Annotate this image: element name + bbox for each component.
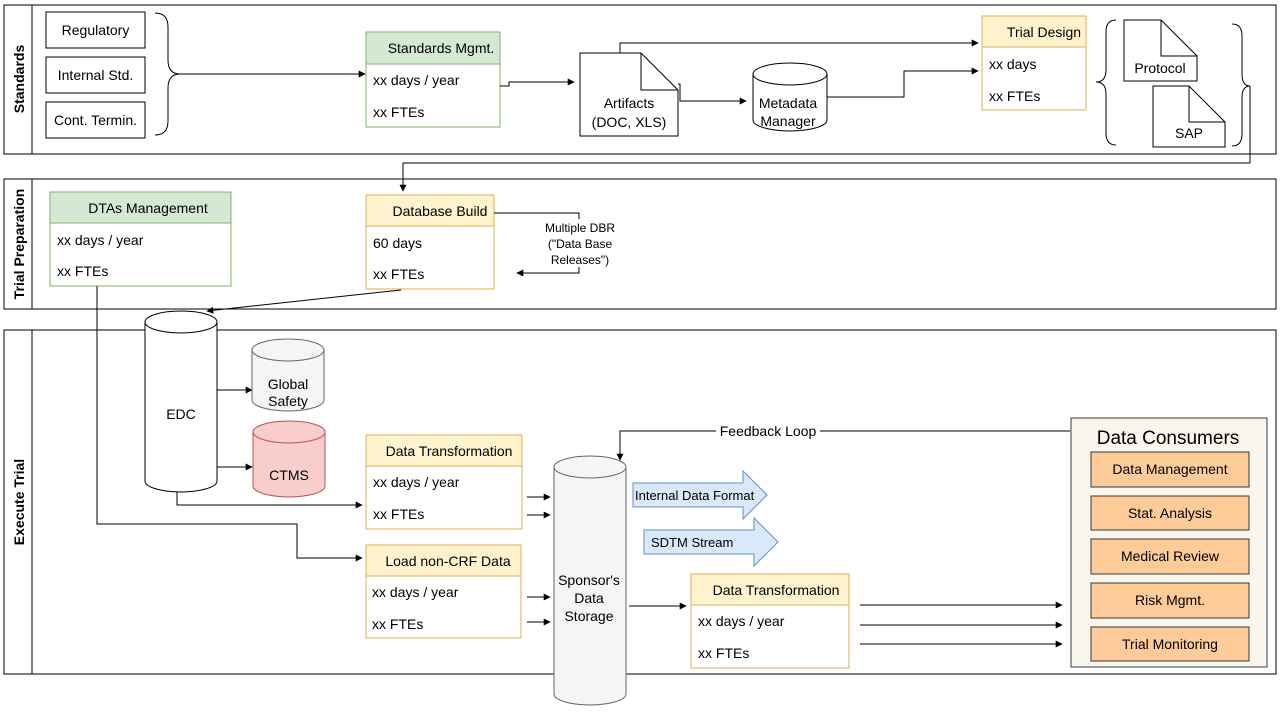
svg-text:Regulatory: Regulatory	[62, 22, 130, 38]
svg-text:("Data Base: ("Data Base	[548, 237, 613, 251]
svg-text:SAP: SAP	[1175, 125, 1203, 141]
consumer-trial-monitoring: Trial Monitoring	[1090, 626, 1250, 662]
data-transformation-1-ftes: xx FTEs	[373, 506, 424, 522]
standards-mgmt-ftes: xx FTEs	[373, 104, 424, 120]
database-build-box: Database Build 60 days xx FTEs	[365, 194, 495, 290]
svg-text:Metadata: Metadata	[759, 95, 818, 111]
data-transformation-2-title: Data Transformation	[713, 582, 840, 598]
dtas-title: DTAs Management	[88, 200, 208, 216]
svg-text:Protocol: Protocol	[1134, 60, 1185, 76]
consumer-stat-analysis: Stat. Analysis	[1090, 495, 1250, 531]
sap-document: SAP	[1152, 85, 1226, 148]
lane-standards: Standards	[3, 4, 1277, 155]
edc-to-data-transformation-arrow	[176, 492, 363, 509]
metadata-manager-cylinder: Metadata Manager	[752, 62, 828, 132]
sdtm-stream-arrow: SDTM Stream	[643, 516, 779, 568]
input-cont-termin: Cont. Termin.	[45, 101, 146, 139]
protocol-sap-right-brace	[1231, 23, 1251, 147]
trial-design-ftes: xx FTEs	[989, 88, 1040, 104]
data-consumers-title: Data Consumers	[1097, 428, 1240, 449]
data-consumers-panel: Data Consumers Data Management Stat. Ana…	[1070, 417, 1268, 668]
svg-text:Risk Mgmt.: Risk Mgmt.	[1135, 592, 1205, 608]
sponsor-data-storage-cylinder: Sponsor's Data Storage	[553, 455, 627, 706]
trial-design-box: Trial Design xx days xx FTEs	[981, 15, 1087, 111]
database-build-title: Database Build	[393, 203, 488, 219]
standards-to-artifacts-arrow	[500, 78, 575, 87]
svg-text:Storage: Storage	[564, 608, 613, 624]
svg-text:Internal Data Format: Internal Data Format	[635, 488, 755, 503]
svg-text:Internal Std.: Internal Std.	[58, 67, 134, 83]
load-non-crf-title: Load non-CRF Data	[385, 553, 511, 569]
dbr-note: Multiple DBR ("Data Base Releases")	[538, 219, 622, 267]
global-safety-cylinder: Global Safety	[251, 338, 325, 412]
data-transformation-box-2: Data Transformation xx days / year xx FT…	[690, 573, 850, 669]
load-non-crf-days: xx days / year	[372, 584, 459, 600]
svg-text:Manager: Manager	[760, 113, 816, 129]
svg-text:SDTM Stream: SDTM Stream	[651, 535, 733, 550]
lane-trial-preparation-label: Trial Preparation	[11, 189, 27, 299]
svg-text:EDC: EDC	[166, 406, 196, 422]
svg-text:Global: Global	[268, 376, 308, 392]
consumer-medical-review: Medical Review	[1090, 538, 1250, 575]
svg-text:Artifacts: Artifacts	[604, 95, 655, 111]
svg-text:Sponsor's: Sponsor's	[558, 572, 620, 588]
data-transformation-2-ftes: xx FTEs	[698, 645, 749, 661]
standards-mgmt-days: xx days / year	[373, 72, 460, 88]
artifacts-to-trial-design-arrow	[619, 39, 979, 53]
protocol-sap-left-brace	[1095, 19, 1117, 146]
trial-design-title: Trial Design	[1007, 24, 1081, 40]
artifacts-document: Artifacts (DOC, XLS)	[579, 52, 679, 137]
internal-data-format-arrow: Internal Data Format	[632, 469, 768, 521]
dtas-ftes: xx FTEs	[57, 263, 108, 279]
svg-text:Data Management: Data Management	[1112, 461, 1227, 477]
dtas-days: xx days / year	[57, 232, 144, 248]
lane-standards-label: Standards	[11, 45, 27, 114]
svg-text:Multiple DBR: Multiple DBR	[545, 221, 615, 235]
inputs-brace	[154, 12, 181, 136]
svg-text:CTMS: CTMS	[269, 467, 309, 483]
input-internal-std: Internal Std.	[45, 56, 146, 94]
load-non-crf-ftes: xx FTEs	[372, 616, 423, 632]
data-transformation-1-days: xx days / year	[373, 474, 460, 490]
consumer-data-management: Data Management	[1090, 451, 1250, 488]
svg-text:Releases"): Releases")	[551, 253, 609, 267]
protocol-document: Protocol	[1123, 19, 1198, 82]
dtas-to-load-noncrf-arrow	[96, 286, 363, 562]
svg-text:Trial Monitoring: Trial Monitoring	[1122, 636, 1218, 652]
lane-execute-trial-label: Execute Trial	[11, 459, 27, 545]
svg-text:Data: Data	[574, 590, 604, 606]
lane-trial-preparation: Trial Preparation	[3, 178, 1277, 310]
svg-text:(DOC, XLS): (DOC, XLS)	[592, 114, 667, 130]
load-non-crf-box: Load non-CRF Data xx days / year xx FTEs	[365, 544, 522, 639]
lane-execute-trial: Execute Trial	[3, 329, 1277, 675]
data-transformation-box-1: Data Transformation xx days / year xx FT…	[365, 434, 523, 530]
database-build-ftes: xx FTEs	[373, 266, 424, 282]
feedback-loop-arrow	[616, 430, 1070, 461]
svg-text:Cont. Termin.: Cont. Termin.	[54, 112, 137, 128]
metadata-to-trial-design-arrow	[827, 67, 979, 98]
ctms-cylinder: CTMS	[252, 420, 326, 498]
trial-design-days: xx days	[989, 56, 1036, 72]
feedback-loop-label: Feedback Loop	[720, 423, 817, 439]
database-build-days: 60 days	[373, 235, 422, 251]
svg-text:Safety: Safety	[268, 393, 308, 409]
dtas-management-box: DTAs Management xx days / year xx FTEs	[49, 191, 232, 287]
standards-mgmt-title: Standards Mgmt.	[388, 40, 495, 56]
edc-cylinder: EDC	[144, 310, 218, 493]
svg-text:Stat. Analysis: Stat. Analysis	[1128, 505, 1212, 521]
design-to-database-build-arrow	[399, 86, 1251, 192]
database-build-to-edc-arrow	[206, 289, 402, 314]
standards-mgmt-box: Standards Mgmt. xx days / year xx FTEs	[365, 31, 501, 128]
input-regulatory: Regulatory	[45, 11, 146, 49]
consumer-risk-mgmt: Risk Mgmt.	[1090, 582, 1250, 619]
data-transformation-2-days: xx days / year	[698, 613, 785, 629]
artifacts-to-metadata-arrow	[678, 83, 747, 105]
svg-text:Medical Review: Medical Review	[1121, 548, 1220, 564]
data-transformation-1-title: Data Transformation	[386, 443, 513, 459]
